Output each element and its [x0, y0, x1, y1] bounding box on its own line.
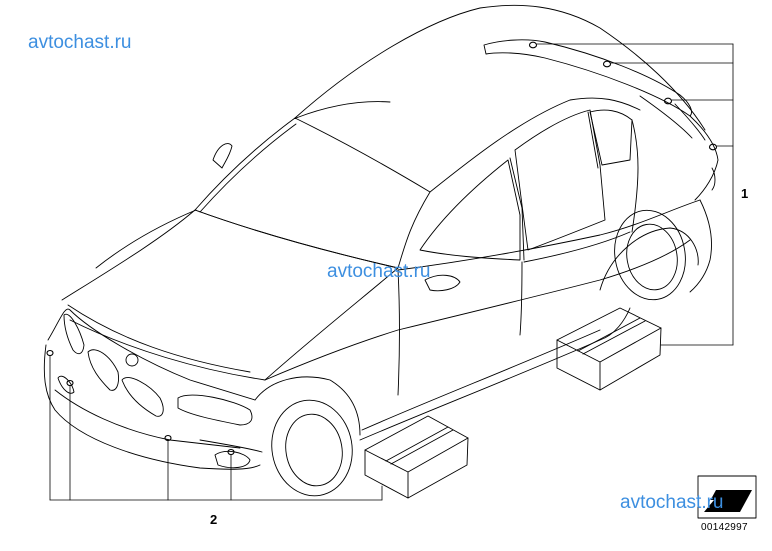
fog-light — [214, 450, 251, 469]
front-wheel-rim — [285, 413, 343, 487]
kidney-grille-right — [121, 377, 164, 417]
rear-fender — [599, 227, 699, 291]
side-mirror — [424, 274, 461, 292]
rear-wheel-rim — [626, 223, 678, 291]
door-line-front — [397, 269, 400, 396]
watermark-text: avtochast.ru — [327, 261, 431, 282]
front-face — [47, 308, 256, 401]
callout-part-1: 1 — [741, 186, 749, 201]
quarter-window — [589, 109, 633, 166]
front-fender — [254, 376, 361, 436]
rear-wheel-tire — [614, 209, 686, 301]
beltline — [397, 199, 701, 271]
box-part-2 — [364, 415, 469, 499]
headlight-right — [177, 394, 253, 426]
leader-lines-part-2 — [49, 355, 383, 501]
leader-lines-part-1 — [536, 43, 734, 346]
rear-spoiler — [483, 39, 692, 117]
bmw-emblem — [125, 353, 139, 367]
front-bumper — [43, 344, 261, 470]
rear-end — [689, 115, 719, 201]
windshield — [194, 117, 431, 269]
roof-outline — [294, 4, 706, 131]
front-door-window — [419, 159, 521, 261]
rear-door-window — [514, 109, 606, 251]
document-number: 00142997 — [701, 522, 748, 533]
callout-part-2: 2 — [210, 512, 218, 527]
watermark-text: avtochast.ru — [28, 32, 132, 53]
door-line-rear — [519, 261, 523, 336]
side-sill — [359, 307, 631, 441]
hood — [61, 209, 399, 381]
watermark-text: avtochast.ru — [620, 492, 724, 513]
kidney-grille-left — [87, 349, 119, 391]
box-part-1 — [556, 307, 662, 391]
mirror-arm — [212, 143, 233, 169]
front-wheel-tire — [271, 399, 353, 497]
headlight-left — [63, 313, 85, 355]
sensor-markers — [46, 41, 718, 456]
document-icon — [697, 475, 757, 519]
air-intake — [57, 375, 75, 394]
